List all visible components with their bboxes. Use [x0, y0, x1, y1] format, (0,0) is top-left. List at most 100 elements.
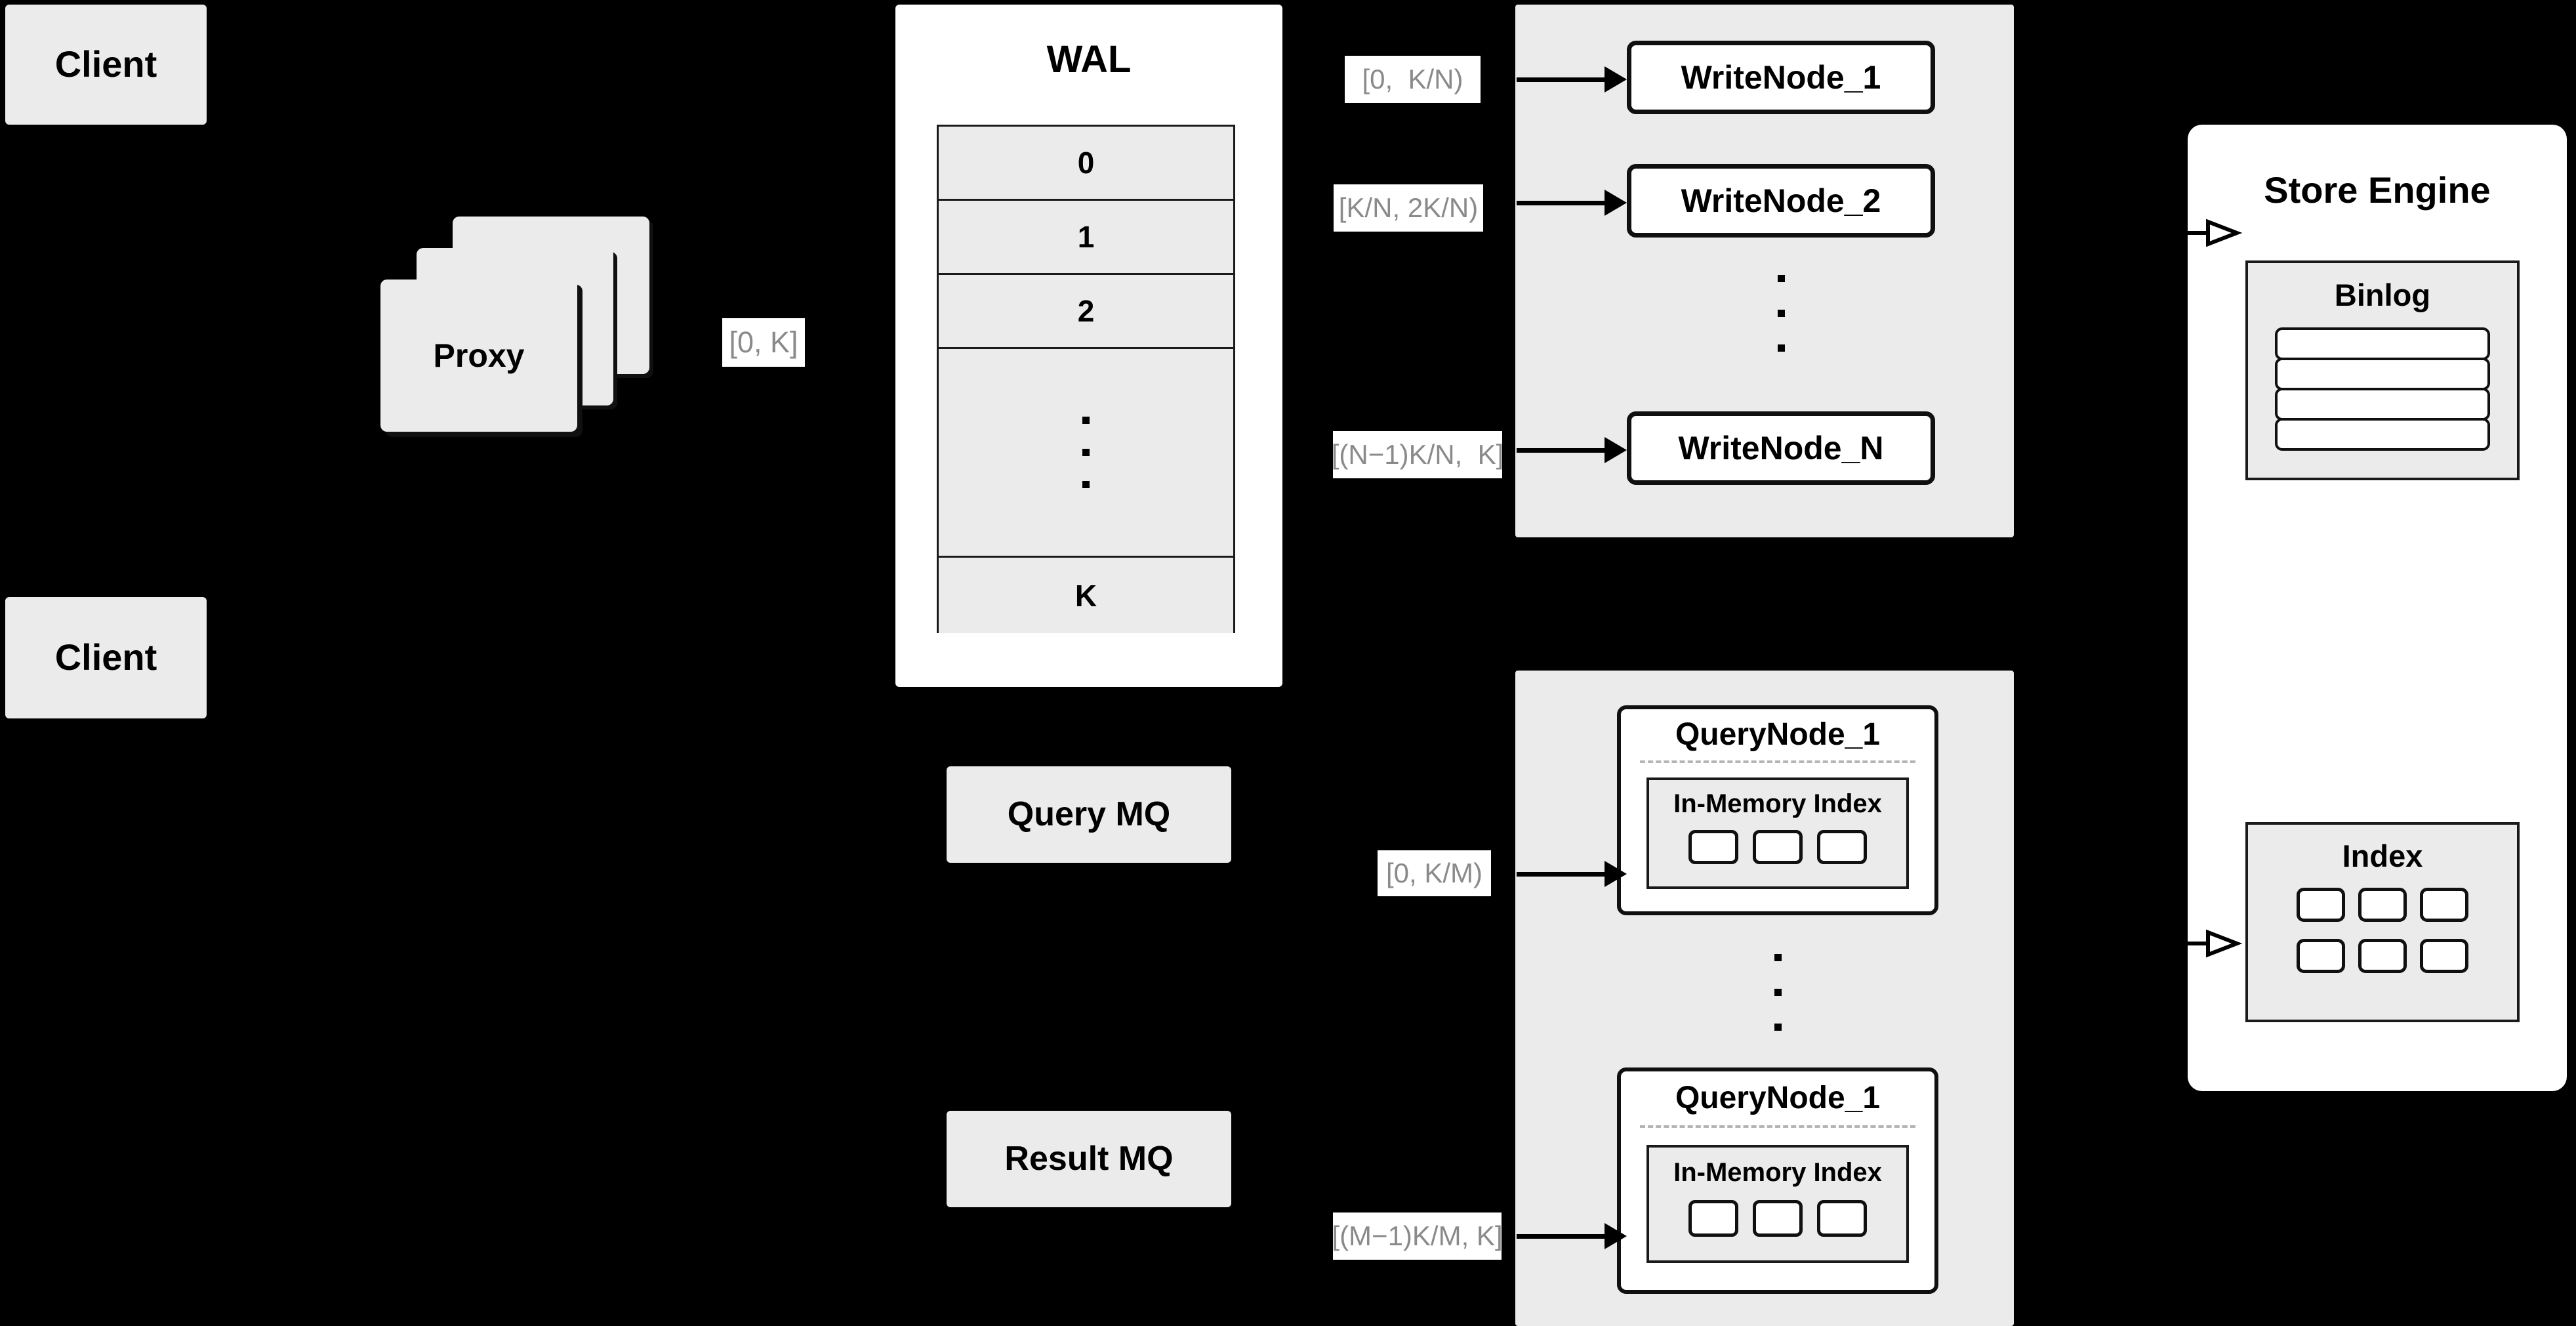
write-node-group: WriteNode_1 WriteNode_2 WriteNode_N: [1515, 5, 2014, 537]
wal-panel: WAL 0 1 2 K: [895, 5, 1282, 687]
wal-title: WAL: [895, 36, 1282, 83]
binlog-row[interactable]: [2275, 388, 2490, 421]
imem-cell[interactable]: [1753, 830, 1803, 864]
range-label-writenode-1: [0, K/N): [1345, 56, 1481, 103]
index-cell[interactable]: [2420, 939, 2468, 973]
index-title: Index: [2248, 825, 2517, 888]
wal-title-text: WAL: [1046, 37, 1132, 81]
wal-row-0-label: 0: [1077, 146, 1095, 180]
write-node-1-label: WriteNode_1: [1681, 58, 1881, 96]
query-node-1-in-memory-index: In-Memory Index: [1646, 777, 1909, 889]
query-node-2-in-memory-index-title: In-Memory Index: [1649, 1148, 1906, 1197]
wal-row-0[interactable]: 0: [939, 127, 1233, 201]
open-arrow-icon: [2184, 218, 2243, 247]
arrow-to-query-node-1: [1517, 861, 1628, 887]
index-grid-row: [2297, 939, 2468, 973]
index-cell[interactable]: [2420, 888, 2468, 922]
imem-cell[interactable]: [1817, 1200, 1867, 1237]
result-mq-box[interactable]: Result MQ: [947, 1111, 1231, 1207]
proxy-card-front[interactable]: Proxy: [380, 280, 577, 432]
wal-row-1[interactable]: 1: [939, 201, 1233, 275]
binlog-title: Binlog: [2248, 263, 2517, 327]
imem-cell[interactable]: [1817, 830, 1867, 864]
imem-cell[interactable]: [1753, 1200, 1803, 1237]
proxy-label: Proxy: [433, 337, 525, 374]
binlog-box: Binlog: [2245, 260, 2520, 480]
wal-ellipsis-dots: [1082, 417, 1090, 488]
range-label-querynode-1: [0, K/M): [1378, 850, 1491, 896]
client-label-2: Client: [54, 636, 157, 678]
write-node-2-label: WriteNode_2: [1681, 182, 1881, 219]
arrow-to-binlog: [2184, 218, 2257, 248]
query-node-group: QueryNode_1 In-Memory Index QueryNode_1: [1515, 671, 2014, 1326]
query-node-2-imem-title-text: In-Memory Index: [1673, 1158, 1882, 1187]
index-cell[interactable]: [2358, 888, 2407, 922]
query-node-1-in-memory-index-title: In-Memory Index: [1649, 780, 1906, 827]
binlog-row-list: [2275, 327, 2490, 451]
write-node-1[interactable]: WriteNode_1: [1627, 41, 1935, 114]
query-node-2[interactable]: QueryNode_1 In-Memory Index: [1617, 1067, 1938, 1294]
index-box: Index: [2245, 822, 2520, 1022]
arrow-to-write-node-1: [1517, 66, 1628, 93]
query-node-1-imem-title-text: In-Memory Index: [1673, 789, 1882, 818]
range-label-writenode-n: [(N−1)K/N, K]: [1331, 431, 1504, 478]
query-node-1-divider: [1639, 760, 1916, 763]
query-mq-box[interactable]: Query MQ: [947, 766, 1231, 863]
wal-entry-list: 0 1 2 K: [937, 125, 1235, 633]
index-cell-grid: [2297, 888, 2468, 973]
open-arrow-icon: [2184, 929, 2243, 958]
result-mq-label: Result MQ: [1004, 1140, 1174, 1178]
index-cell[interactable]: [2358, 939, 2407, 973]
range-label-writenode-n-text: [(N−1)K/N, K]: [1331, 439, 1504, 470]
range-label-writenode-2-text: [K/N, 2K/N): [1338, 192, 1479, 223]
index-cell[interactable]: [2297, 939, 2345, 973]
index-cell[interactable]: [2297, 888, 2345, 922]
query-node-1-title: QueryNode_1: [1621, 709, 1934, 760]
index-grid-row: [2297, 888, 2468, 922]
imem-cell[interactable]: [1688, 1200, 1738, 1237]
client-box-2[interactable]: Client: [5, 597, 207, 718]
client-label-1: Client: [54, 43, 157, 85]
query-node-2-title: QueryNode_1: [1621, 1071, 1934, 1125]
write-node-ellipsis-dots: [1627, 270, 1935, 356]
range-label-writenode-1-text: [0, K/N): [1362, 64, 1463, 94]
arrow-to-query-node-2: [1517, 1223, 1628, 1249]
binlog-title-text: Binlog: [2334, 278, 2431, 313]
write-node-2[interactable]: WriteNode_2: [1627, 164, 1935, 238]
query-node-1-imem-cells: [1688, 830, 1867, 864]
range-label-writenode-2: [K/N, 2K/N): [1334, 184, 1483, 232]
client-box-1[interactable]: Client: [5, 5, 207, 125]
query-node-2-title-text: QueryNode_1: [1675, 1080, 1881, 1115]
wal-row-k-label: K: [1074, 578, 1097, 613]
store-engine-title: Store Engine: [2188, 164, 2567, 217]
wal-row-k[interactable]: K: [939, 558, 1233, 633]
wal-row-ellipsis: [939, 349, 1233, 558]
arrow-to-write-node-2: [1517, 190, 1628, 216]
range-label-querynode-2-text: [(M−1)K/M, K]: [1332, 1220, 1503, 1251]
wal-row-2[interactable]: 2: [939, 275, 1233, 349]
query-node-ellipsis-dots: [1617, 949, 1938, 1035]
range-label-proxy-out: [0, K]: [722, 318, 805, 367]
range-label-querynode-2: [(M−1)K/M, K]: [1332, 1212, 1503, 1260]
imem-cell[interactable]: [1688, 830, 1738, 864]
index-title-text: Index: [2342, 839, 2423, 874]
write-node-n-label: WriteNode_N: [1678, 429, 1884, 466]
proxy-stack[interactable]: Proxy: [380, 217, 689, 433]
query-node-1-title-text: QueryNode_1: [1675, 716, 1881, 752]
arrow-to-index: [2184, 928, 2257, 959]
query-node-1[interactable]: QueryNode_1 In-Memory Index: [1617, 705, 1938, 915]
binlog-row[interactable]: [2275, 327, 2490, 360]
query-node-2-divider: [1639, 1125, 1916, 1128]
store-engine-title-text: Store Engine: [2264, 169, 2491, 211]
write-node-n[interactable]: WriteNode_N: [1627, 411, 1935, 485]
arrow-to-write-node-n: [1517, 437, 1628, 463]
range-label-querynode-1-text: [0, K/M): [1385, 858, 1483, 888]
store-engine-panel: Store Engine Binlog Index: [2188, 125, 2567, 1091]
wal-row-1-label: 1: [1077, 220, 1095, 254]
wal-row-2-label: 2: [1077, 294, 1095, 328]
binlog-row[interactable]: [2275, 358, 2490, 390]
query-node-2-in-memory-index: In-Memory Index: [1646, 1145, 1909, 1263]
range-label-proxy-out-text: [0, K]: [729, 325, 798, 359]
binlog-row[interactable]: [2275, 418, 2490, 451]
